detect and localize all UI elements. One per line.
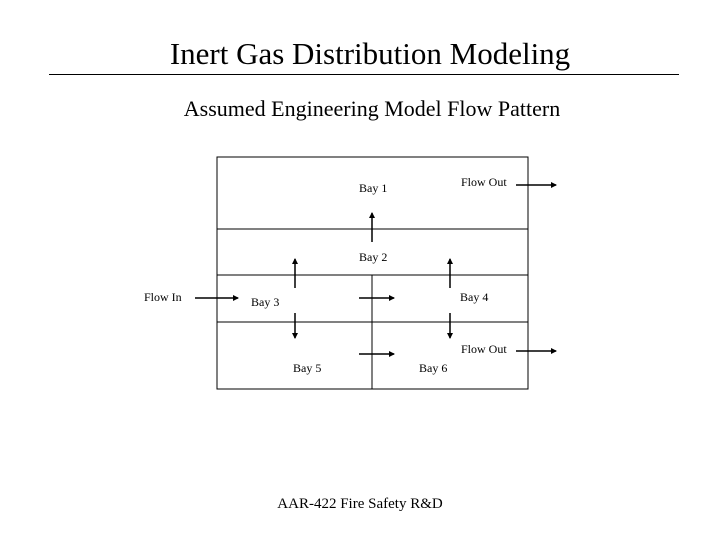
- slide-subtitle: Assumed Engineering Model Flow Pattern: [183, 96, 561, 121]
- slide-footer: AAR-422 Fire Safety R&D: [277, 496, 443, 512]
- label-bay-6: Bay 6: [419, 361, 447, 375]
- label-bay-2: Bay 2: [359, 250, 387, 264]
- label-flow-in: Flow In: [144, 290, 182, 304]
- label-bay-5: Bay 5: [293, 361, 321, 375]
- label-flow-out-bottom: Flow Out: [461, 342, 507, 356]
- label-bay-1: Bay 1: [359, 181, 387, 195]
- title-divider: [49, 74, 679, 75]
- label-bay-4: Bay 4: [460, 290, 488, 304]
- label-bay-3: Bay 3: [251, 295, 279, 309]
- label-flow-out-top: Flow Out: [461, 175, 507, 189]
- slide-title: Inert Gas Distribution Modeling: [169, 36, 571, 71]
